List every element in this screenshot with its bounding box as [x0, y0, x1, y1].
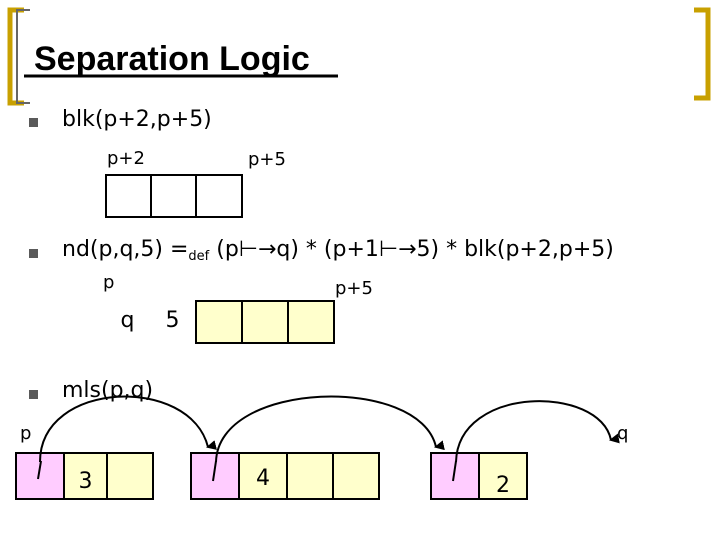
- label-p-plus-5: p+5: [335, 278, 373, 299]
- pointer-tick: [37, 460, 42, 480]
- node-cell-q: q: [120, 308, 135, 333]
- node-3-value: 2: [478, 452, 528, 500]
- label-q: q: [617, 423, 629, 444]
- right-bracket-icon: [694, 7, 711, 101]
- slide-title: Separation Logic: [34, 40, 310, 78]
- block-cell: [106, 452, 154, 500]
- label-p: p: [103, 272, 115, 293]
- bullet-1-text: blk(p+2,p+5): [62, 107, 212, 132]
- node-cell-5: 5: [165, 308, 180, 333]
- node-2-value: 4: [238, 452, 288, 500]
- label-p-plus-2: p+2: [107, 148, 145, 169]
- block-cell: [332, 452, 380, 500]
- node-1-value: 3: [63, 452, 108, 500]
- block-cell: [287, 300, 335, 344]
- square-bullet-icon: [29, 249, 38, 258]
- block-cell: [195, 300, 243, 344]
- next-pointer-cell: [430, 452, 480, 500]
- label-p: p: [20, 423, 32, 444]
- block-cell: [195, 174, 243, 218]
- bullet-3-text: mls(p,q): [62, 378, 154, 403]
- arrow-node1-to-node2: [39, 395, 217, 463]
- block-cell: [286, 452, 334, 500]
- pointer-tick: [452, 460, 457, 482]
- arrow-node2-to-node3: [215, 395, 445, 463]
- left-bracket-gray: [16, 9, 30, 104]
- square-bullet-icon: [29, 118, 38, 127]
- arrow-node3-to-q: [455, 400, 620, 463]
- pointer-tick: [212, 460, 217, 482]
- square-bullet-icon: [29, 390, 38, 399]
- label-p-plus-5: p+5: [248, 149, 286, 170]
- bullet-2-text: nd(p,q,5) =def (p⊢→q) * (p+1⊢→5) * blk(p…: [62, 237, 614, 264]
